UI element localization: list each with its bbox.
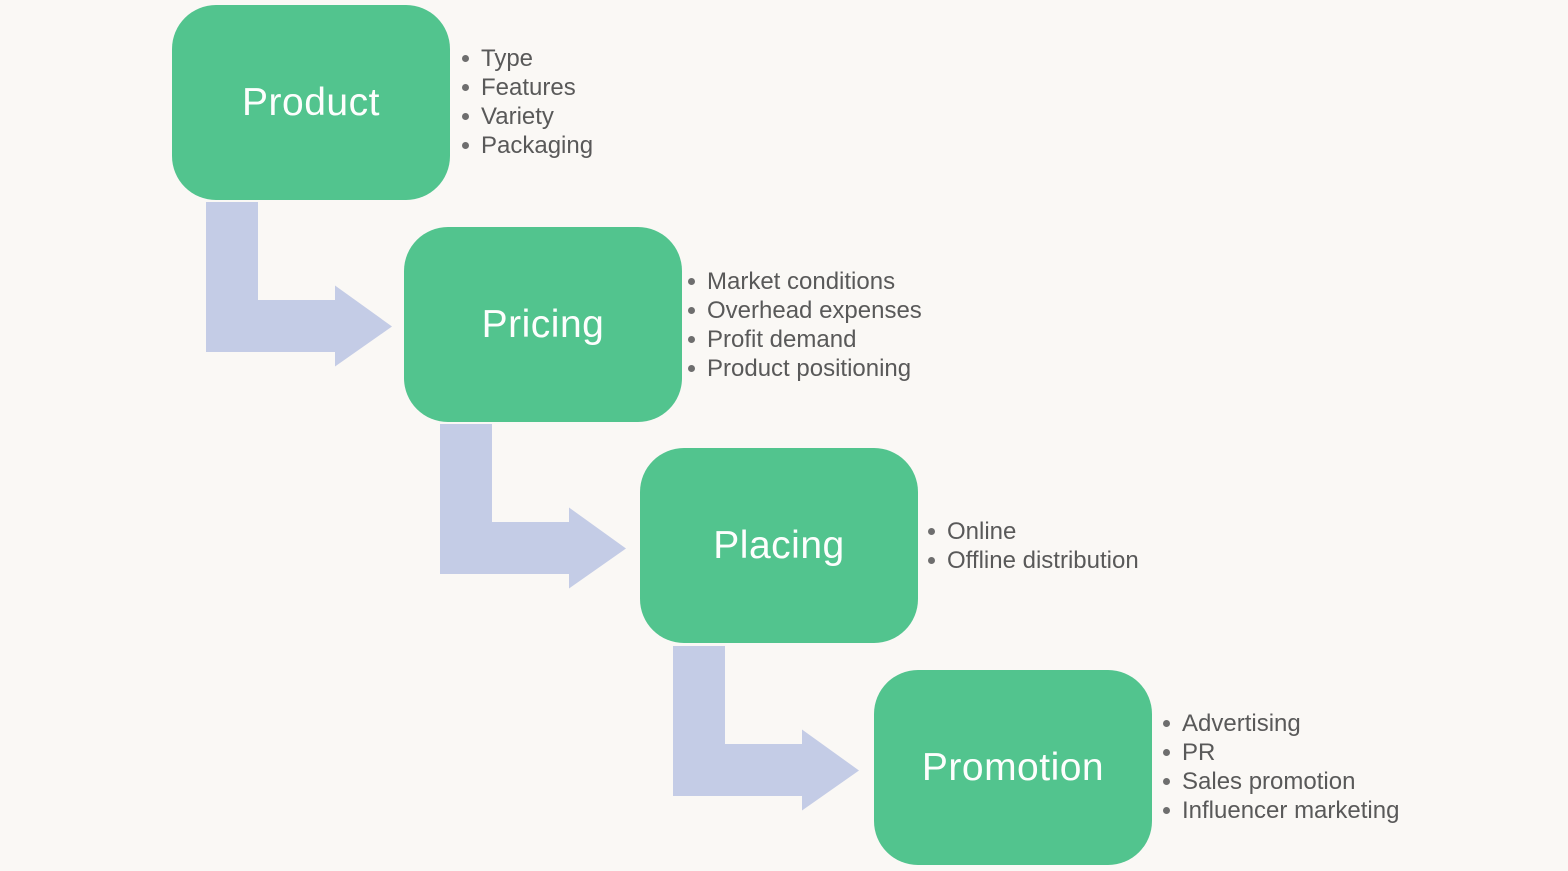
list-item-label: Overhead expenses [707, 296, 922, 324]
bullet-icon [1163, 749, 1170, 756]
bullet-icon [462, 142, 469, 149]
elbow-arrow-icon [206, 202, 392, 367]
step-box-placing: Placing [640, 448, 918, 643]
list-item: Influencer marketing [1163, 796, 1399, 825]
list-item: Overhead expenses [688, 296, 922, 325]
step-list-product: Type Features Variety Packaging [462, 44, 593, 160]
list-item-label: Packaging [481, 131, 594, 159]
step-list-pricing: Market conditions Overhead expenses Prof… [688, 267, 922, 383]
step-list-promotion: Advertising PR Sales promotion Influence… [1163, 709, 1399, 825]
step-box-pricing: Pricing [404, 227, 682, 422]
bullet-icon [688, 307, 695, 314]
step-label: Product [242, 80, 380, 124]
elbow-arrow-icon [440, 424, 626, 589]
list-item: Offline distribution [928, 546, 1139, 575]
step-label: Promotion [921, 745, 1105, 789]
list-item: PR [1163, 738, 1399, 767]
list-item-label: Sales promotion [1182, 767, 1356, 795]
list-item: Advertising [1163, 709, 1399, 738]
list-item: Profit demand [688, 325, 922, 354]
bullet-icon [1163, 720, 1170, 727]
list-item: Product positioning [688, 354, 922, 383]
list-item-label: Features [481, 73, 576, 101]
list-item-label: Offline distribution [947, 546, 1139, 574]
step-label: Placing [713, 523, 845, 567]
step-box-promotion: Promotion [874, 670, 1152, 865]
list-item: Variety [462, 102, 593, 131]
list-item-label: Profit demand [707, 325, 857, 353]
elbow-arrow-icon [673, 646, 859, 811]
bullet-icon [462, 113, 469, 120]
bullet-icon [1163, 778, 1170, 785]
step-list-placing: Online Offline distribution [928, 517, 1139, 575]
list-item-label: Influencer marketing [1182, 796, 1400, 824]
bullet-icon [688, 365, 695, 372]
list-item: Online [928, 517, 1139, 546]
step-box-product: Product [172, 5, 450, 200]
list-item: Features [462, 73, 593, 102]
list-item: Market conditions [688, 267, 922, 296]
bullet-icon [928, 528, 935, 535]
list-item: Type [462, 44, 593, 73]
bullet-icon [1163, 807, 1170, 814]
bullet-icon [688, 278, 695, 285]
bullet-icon [928, 557, 935, 564]
bullet-icon [688, 336, 695, 343]
list-item-label: Product positioning [707, 354, 912, 382]
list-item: Packaging [462, 131, 593, 160]
bullet-icon [462, 55, 469, 62]
list-item: Sales promotion [1163, 767, 1399, 796]
list-item-label: PR [1182, 738, 1216, 766]
list-item-label: Advertising [1182, 709, 1301, 737]
bullet-icon [462, 84, 469, 91]
list-item-label: Variety [481, 102, 554, 130]
step-label: Pricing [481, 302, 605, 346]
list-item-label: Market conditions [707, 267, 896, 295]
list-item-label: Type [481, 44, 534, 72]
list-item-label: Online [947, 517, 1017, 545]
